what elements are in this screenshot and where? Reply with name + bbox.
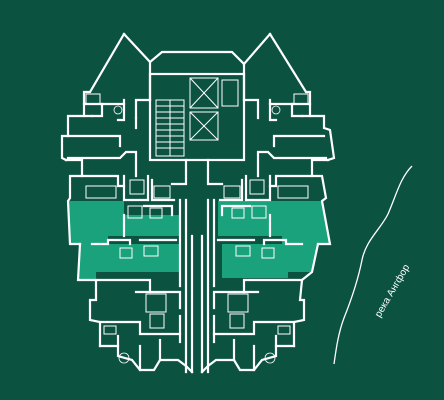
right-upper-apartment[interactable] <box>218 201 330 244</box>
core-top-wall <box>148 50 246 102</box>
right-top-wing-wall <box>242 32 272 66</box>
elevator-1 <box>189 77 219 109</box>
core-block <box>148 72 246 162</box>
highlighted-units <box>68 201 330 280</box>
right-lower-apartment[interactable] <box>222 244 318 278</box>
right-lower-bath <box>227 293 249 313</box>
river-label: река Ангфор <box>372 262 412 320</box>
right-upper-kitchen <box>277 185 309 199</box>
elevator-2 <box>189 111 219 141</box>
right-wing-partitions <box>212 93 328 372</box>
stair-treads <box>156 100 184 156</box>
river-line <box>333 165 413 365</box>
left-lower-bath <box>145 293 167 313</box>
left-wing-partitions <box>66 93 182 372</box>
central-core <box>148 72 246 186</box>
left-upper-kitchen <box>85 185 117 199</box>
left-top-wing-wall <box>122 32 152 64</box>
building-walls <box>60 32 336 374</box>
left-lower-apartment[interactable] <box>78 240 180 280</box>
